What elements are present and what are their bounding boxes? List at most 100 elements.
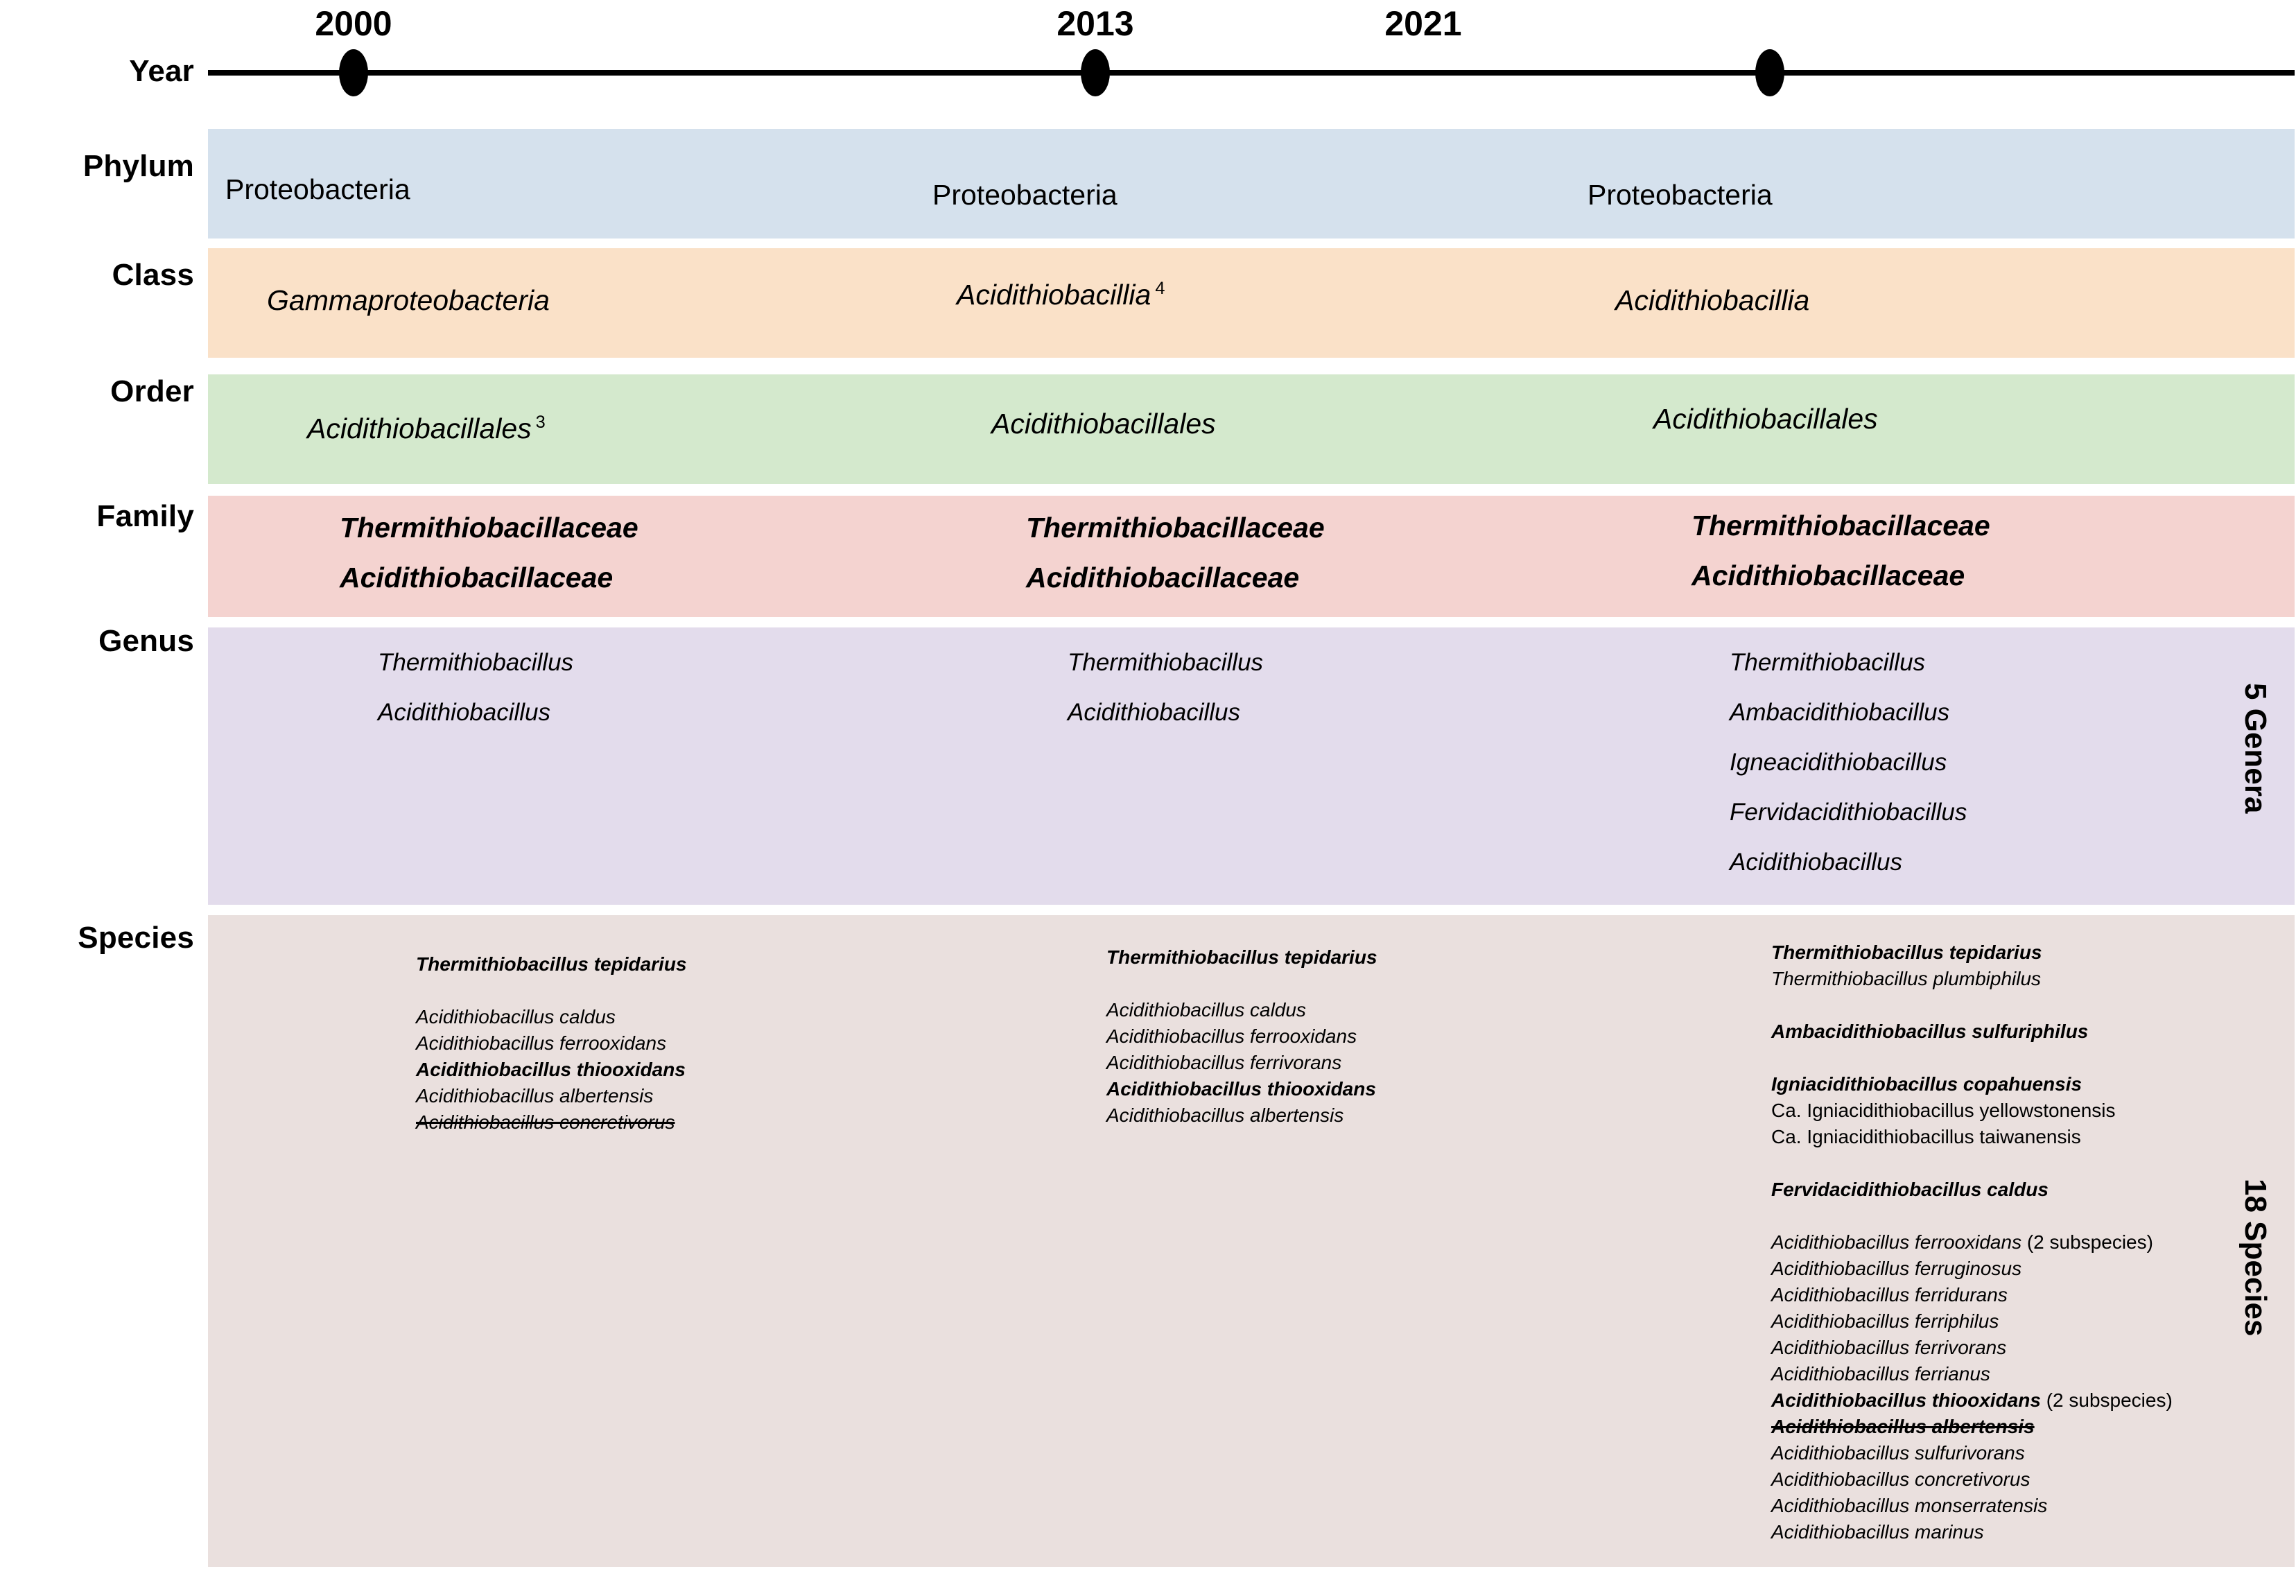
class-cell-2000: Gammaproteobacteria: [267, 284, 550, 316]
species-spacer: [1771, 1150, 2173, 1177]
family-cell-2000-line-2: Acidithiobacillaceae: [340, 562, 614, 593]
family-cell-2000: Thermithiobacillaceae Acidithiobacillace…: [340, 503, 638, 602]
species-item-name: Thermithiobacillus tepidarius: [416, 953, 687, 975]
species-item-name: Acidithiobacillus caldus: [416, 1006, 616, 1027]
species-item: Acidithiobacillus ferrooxidans: [416, 1030, 687, 1057]
timeline-dot-2013[interactable]: [1081, 49, 1110, 96]
species-item-name: Acidithiobacillus ferruginosus: [1771, 1258, 2022, 1279]
genus-item: Thermithiobacillus: [1068, 649, 1264, 676]
timeline-year-2000: 2000: [315, 4, 392, 43]
species-item: Acidithiobacillus ferriphilus: [1771, 1308, 2173, 1335]
species-item-name: Acidithiobacillus ferrooxidans: [416, 1032, 667, 1054]
species-spacer: [1106, 971, 1377, 997]
rank-label-family: Family: [96, 499, 194, 533]
timeline-year-2013: 2013: [1056, 4, 1134, 43]
rank-label-order: Order: [110, 374, 194, 408]
species-item-suffix: (2 subspecies): [2040, 1389, 2173, 1411]
species-item-name: Acidithiobacillus monserratensis: [1771, 1495, 2048, 1516]
species-item: Acidithiobacillus ferrianus: [1771, 1361, 2173, 1387]
family-band: [208, 496, 2295, 617]
order-band: [208, 374, 2295, 484]
species-item-name: Ca. Igniacidithiobacillus yellowstonensi…: [1771, 1100, 2116, 1121]
genus-cell-2021: Thermithiobacillus Ambacidithiobacillus …: [1730, 638, 1967, 887]
species-item: Acidithiobacillus thiooxidans: [1106, 1076, 1377, 1102]
class-cell-2013-superscript: 4: [1155, 279, 1165, 299]
species-item-name: Acidithiobacillus ferriphilus: [1771, 1310, 1999, 1332]
species-item: Igniacidithiobacillus copahuensis: [1771, 1071, 2173, 1098]
species-item: Thermithiobacillus tepidarius: [1771, 939, 2173, 966]
species-item: Acidithiobacillus ferrivorans: [1771, 1335, 2173, 1361]
species-item: Acidithiobacillus monserratensis: [1771, 1493, 2173, 1519]
phylum-cell-2000: Proteobacteria: [225, 173, 410, 205]
genus-item: Thermithiobacillus: [1730, 649, 1926, 676]
species-item-name: Thermithiobacillus tepidarius: [1106, 946, 1377, 968]
species-item-name: Thermithiobacillus tepidarius: [1771, 942, 2042, 963]
species-item: Thermithiobacillus tepidarius: [416, 951, 687, 978]
species-item-name: Acidithiobacillus albertensis: [1771, 1416, 2035, 1437]
species-item: Acidithiobacillus ferrooxidans (2 subspe…: [1771, 1229, 2173, 1256]
species-spacer: [1771, 1203, 2173, 1229]
genus-item: Thermithiobacillus: [378, 649, 574, 676]
genus-cell-2000: Thermithiobacillus Acidithiobacillus: [378, 638, 573, 738]
genus-item: Ambacidithiobacillus: [1730, 699, 1950, 726]
genus-cell-2013: Thermithiobacillus Acidithiobacillus: [1068, 638, 1263, 738]
species-item: Acidithiobacillus sulfurivorans: [1771, 1440, 2173, 1466]
species-item: Acidithiobacillus albertensis: [416, 1083, 687, 1109]
species-item: Acidithiobacillus ferrooxidans: [1106, 1023, 1377, 1050]
order-cell-2000-superscript: 3: [535, 413, 546, 433]
species-item-name: Thermithiobacillus plumbiphilus: [1771, 968, 2042, 989]
species-item-name: Acidithiobacillus caldus: [1106, 999, 1306, 1021]
species-item-name: Acidithiobacillus thiooxidans: [416, 1059, 686, 1080]
species-item-name: Acidithiobacillus albertensis: [1106, 1104, 1344, 1126]
species-item: Acidithiobacillus ferruginosus: [1771, 1256, 2173, 1282]
species-item: Acidithiobacillus caldus: [416, 1004, 687, 1030]
species-item-name: Acidithiobacillus sulfurivorans: [1771, 1442, 2025, 1464]
class-cell-2021: Acidithiobacillia: [1615, 284, 1810, 316]
species-item: Acidithiobacillus thiooxidans (2 subspec…: [1771, 1387, 2173, 1414]
family-cell-2013: Thermithiobacillaceae Acidithiobacillace…: [1026, 503, 1325, 602]
family-cell-2013-line-2: Acidithiobacillaceae: [1026, 562, 1300, 593]
rank-label-class: Class: [112, 258, 194, 292]
species-item: Acidithiobacillus concretivorus: [416, 1109, 687, 1136]
order-cell-2021: Acidithiobacillales: [1653, 403, 1878, 435]
species-item: Acidithiobacillus ferridurans: [1771, 1282, 2173, 1308]
species-item: Thermithiobacillus tepidarius: [1106, 944, 1377, 971]
genus-item: Acidithiobacillus: [1068, 699, 1241, 726]
species-item-name: Acidithiobacillus ferrivorans: [1106, 1052, 1342, 1073]
timeline-dot-2000[interactable]: [339, 49, 368, 96]
class-band: [208, 248, 2295, 358]
phylum-cell-2021: Proteobacteria: [1588, 179, 1773, 211]
species-spacer: [416, 978, 687, 1004]
species-item: Ca. Igniacidithiobacillus taiwanensis: [1771, 1124, 2173, 1150]
timeline-dot-2021[interactable]: [1755, 49, 1784, 96]
species-item-name: Acidithiobacillus ferrianus: [1771, 1363, 1990, 1385]
species-item: Acidithiobacillus albertensis: [1771, 1414, 2173, 1440]
side-label-genera: 5 Genera: [2238, 683, 2272, 814]
species-item-name: Ca. Igniacidithiobacillus taiwanensis: [1771, 1126, 2081, 1147]
species-item-suffix: (2 subspecies): [2021, 1231, 2153, 1253]
species-item-name: Ambacidithiobacillus sulfuriphilus: [1771, 1021, 2089, 1042]
species-item-name: Acidithiobacillus ferrooxidans: [1771, 1231, 2022, 1253]
year-row-label: Year: [129, 54, 194, 88]
genus-item: Acidithiobacillus: [378, 699, 551, 726]
species-item-name: Acidithiobacillus thiooxidans: [1106, 1078, 1376, 1100]
species-item-name: Acidithiobacillus ferrooxidans: [1106, 1025, 1357, 1047]
rank-label-phylum: Phylum: [82, 149, 194, 183]
side-label-species: 18 Species: [2238, 1179, 2272, 1337]
species-item: Ca. Igniacidithiobacillus yellowstonensi…: [1771, 1098, 2173, 1124]
species-item: Thermithiobacillus plumbiphilus: [1771, 966, 2173, 992]
family-cell-2021-line-2: Acidithiobacillaceae: [1691, 560, 1965, 591]
genus-item: Fervidacidithiobacillus: [1730, 799, 1967, 826]
timeline-year-2021: 2021: [1384, 4, 1462, 43]
family-cell-2021: Thermithiobacillaceae Acidithiobacillace…: [1691, 501, 1990, 600]
species-item: Acidithiobacillus marinus: [1771, 1519, 2173, 1545]
family-cell-2021-line-1: Thermithiobacillaceae: [1691, 510, 1990, 541]
phylum-cell-2013: Proteobacteria: [932, 179, 1117, 211]
rank-label-genus: Genus: [98, 624, 194, 658]
species-item-name: Acidithiobacillus ferridurans: [1771, 1284, 2008, 1306]
species-spacer: [1771, 1045, 2173, 1071]
